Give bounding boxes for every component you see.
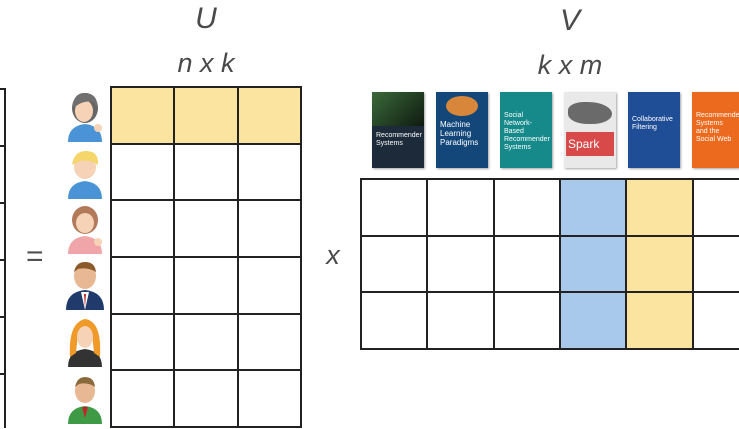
v-matrix-cell [362, 236, 429, 294]
blonde-boy-avatar-icon [62, 145, 108, 199]
u-matrix-cell [238, 258, 302, 315]
u-matrix-cell [112, 201, 176, 258]
u-matrix-cell [112, 314, 176, 372]
woman-orange-hair-avatar-icon [62, 313, 108, 367]
book-cover-social-network-icon: Social Network-Based Recommender Systems [500, 92, 552, 168]
equals-sign: = [26, 240, 44, 273]
u-matrix-dims: n x k [177, 48, 235, 78]
v-matrix-cell [428, 293, 495, 350]
book-cover-spark-icon: Spark [564, 92, 616, 168]
u-matrix-cell [112, 144, 176, 202]
v-matrix-cell [428, 180, 495, 237]
v-matrix-grid [360, 178, 739, 350]
v-matrix-cell [561, 236, 628, 294]
v-matrix-cell [494, 180, 561, 237]
v-matrix-cell [693, 237, 739, 294]
u-matrix-cell [175, 314, 239, 372]
man-suit-avatar-icon [62, 256, 108, 310]
v-matrix-cell [494, 293, 561, 350]
book-cover-machine-learning-paradigms-icon: Machine Learning Paradigms [436, 92, 488, 168]
v-matrix-cell [693, 180, 739, 237]
u-matrix-cell [238, 314, 302, 372]
v-matrix-cell [693, 293, 739, 350]
v-matrix-name: V [559, 4, 580, 37]
multiply-sign: x [326, 240, 340, 270]
u-matrix-cell [175, 258, 239, 315]
u-matrix-cell [112, 258, 176, 315]
v-matrix-cell [428, 236, 495, 294]
v-matrix-cell [627, 180, 694, 237]
v-matrix-cell [627, 236, 694, 294]
u-matrix-cell [175, 144, 239, 202]
u-matrix-cell [238, 144, 302, 202]
v-matrix-cell [627, 293, 694, 350]
v-matrix-cell [362, 293, 429, 350]
man-green-shirt-avatar-icon [62, 370, 108, 424]
u-matrix-cell [175, 88, 239, 145]
v-matrix-cell [362, 180, 429, 237]
rating-matrix-partial-edge [0, 88, 6, 428]
u-matrix-cell [175, 371, 239, 428]
v-matrix-cell [561, 293, 628, 350]
v-matrix-dims: k x m [537, 50, 603, 80]
v-matrix-cell [494, 236, 561, 294]
u-matrix-name: U [195, 2, 217, 35]
u-matrix-grid [110, 86, 302, 428]
u-matrix-cell [238, 88, 302, 145]
woman-pink-avatar-icon [62, 200, 108, 254]
u-matrix-cell [112, 88, 176, 145]
u-matrix-cell [238, 201, 302, 258]
u-matrix-cell [112, 371, 176, 428]
book-cover-recommender-systems-icon: Recommender Systems [372, 92, 424, 168]
woman-gray-hair-avatar-icon [62, 88, 108, 142]
book-cover-orange-icon: Recommender Systems and the Social Web [692, 92, 739, 168]
u-matrix-cell [175, 201, 239, 258]
u-matrix-cell [238, 371, 302, 428]
v-matrix-cell [561, 180, 628, 237]
book-cover-blue-icon: Collaborative Filtering [628, 92, 680, 168]
